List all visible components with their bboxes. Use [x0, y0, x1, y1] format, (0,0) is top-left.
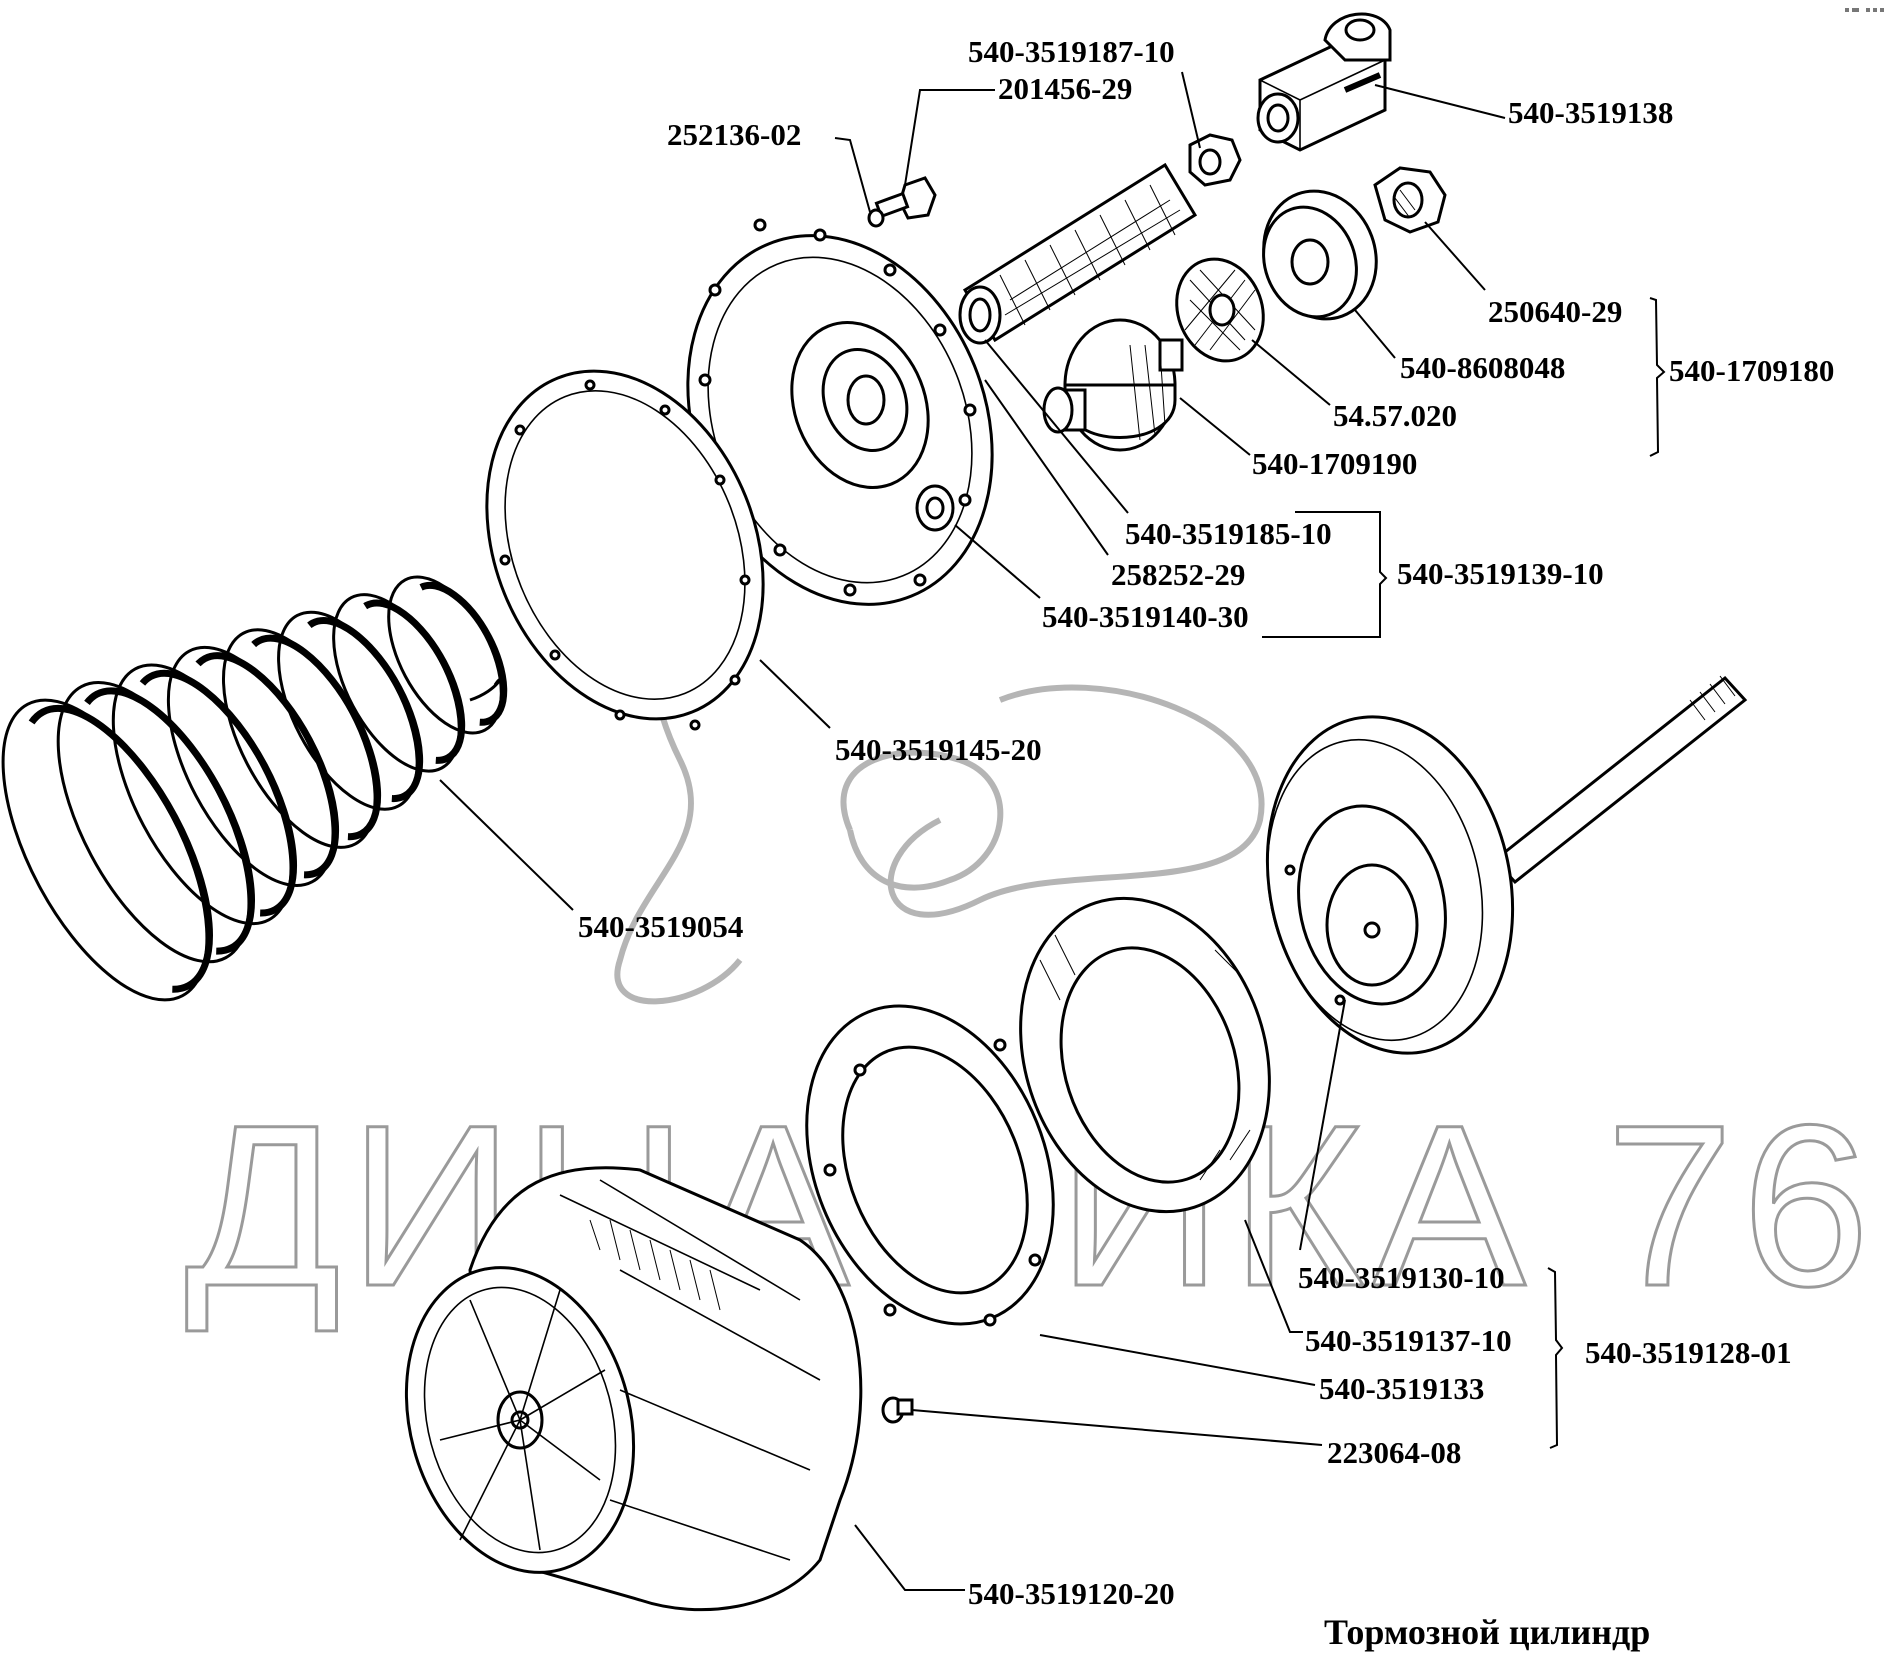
part-valve-body — [1042, 318, 1184, 452]
spring-coil — [1, 698, 209, 1002]
label-540-3519138: 540-3519138 — [1508, 95, 1673, 130]
toolbar-icon[interactable] — [1866, 8, 1870, 12]
label-540-3519128-01: 540-3519128-01 — [1585, 1335, 1792, 1370]
spring-coil-shadow — [128, 669, 298, 917]
spring-coil — [56, 681, 251, 964]
label-54-57-020: 54.57.020 — [1333, 398, 1457, 433]
part-cover-plate — [686, 218, 994, 606]
leader-lines — [439, 71, 1506, 1591]
part-knurled-disc — [1175, 257, 1265, 363]
label-540-1709180: 540-1709180 — [1669, 353, 1834, 388]
label-540-3519137-10: 540-3519137-10 — [1305, 1323, 1512, 1358]
spring-coil-shadow — [18, 704, 213, 993]
part-spring — [1, 575, 508, 1002]
part-nut-small — [1188, 133, 1242, 187]
label-540-3519120-20: 540-3519120-20 — [968, 1576, 1175, 1611]
part-disk — [1262, 189, 1378, 321]
label-540-3519140-30: 540-3519140-30 — [1042, 599, 1249, 634]
spring-hook — [469, 678, 502, 702]
watermark-swirl — [840, 749, 1004, 891]
bracket-540-3519139-10 — [1262, 511, 1388, 638]
label-223064-08: 223064-08 — [1327, 1435, 1461, 1470]
spring-coil-shadow — [183, 652, 340, 879]
label-540-8608048: 540-8608048 — [1400, 350, 1565, 385]
toolbar-icon[interactable] — [1880, 8, 1884, 12]
part-clevis — [1256, 12, 1392, 152]
label-250640-29: 250640-29 — [1488, 294, 1622, 329]
label-252136-02: 252136-02 — [667, 117, 801, 152]
label-201456-29: 201456-29 — [998, 71, 1132, 106]
part-labels: 540-3519187-10 201456-29 252136-02 540-3… — [578, 34, 1834, 1611]
spring-coil-shadow — [404, 581, 508, 726]
bracket-540-3519128-01 — [1547, 1267, 1564, 1449]
label-258252-29: 258252-29 — [1111, 557, 1245, 592]
spring-coil-shadow — [293, 617, 424, 803]
part-gasket — [485, 369, 765, 731]
diagram-title: Тормозной цилиндр — [1324, 1612, 1650, 1652]
label-540-1709190: 540-1709190 — [1252, 446, 1417, 481]
bracket-540-1709180 — [1649, 297, 1666, 457]
spring-coil-shadow — [349, 599, 466, 764]
part-flange-ring — [805, 1004, 1055, 1327]
toolbar-icon[interactable] — [1852, 8, 1859, 12]
label-540-3519139-10: 540-3519139-10 — [1397, 556, 1604, 591]
part-bolt — [867, 176, 937, 228]
label-540-3519145-20: 540-3519145-20 — [835, 732, 1042, 767]
part-nut-large — [1373, 166, 1447, 234]
part-cylinder — [404, 1166, 863, 1612]
viewer-toolbar-icons[interactable] — [1845, 8, 1884, 12]
part-screw — [881, 1396, 914, 1424]
part-packing-ring — [1019, 896, 1271, 1214]
toolbar-icon[interactable] — [1873, 8, 1877, 12]
label-540-3519185-10: 540-3519185-10 — [1125, 516, 1332, 551]
assembly-brackets — [1262, 297, 1666, 1449]
part-piston-rod — [1265, 675, 1748, 1055]
label-540-3519187-10: 540-3519187-10 — [968, 34, 1175, 69]
toolbar-icon[interactable] — [1845, 8, 1849, 12]
part-threaded-rod — [958, 162, 1198, 345]
spring-coil-shadow — [73, 687, 256, 955]
label-540-3519130-10: 540-3519130-10 — [1298, 1260, 1505, 1295]
label-540-3519133: 540-3519133 — [1319, 1371, 1484, 1406]
label-540-3519054: 540-3519054 — [578, 909, 743, 944]
spring-coil-shadow — [238, 634, 382, 841]
